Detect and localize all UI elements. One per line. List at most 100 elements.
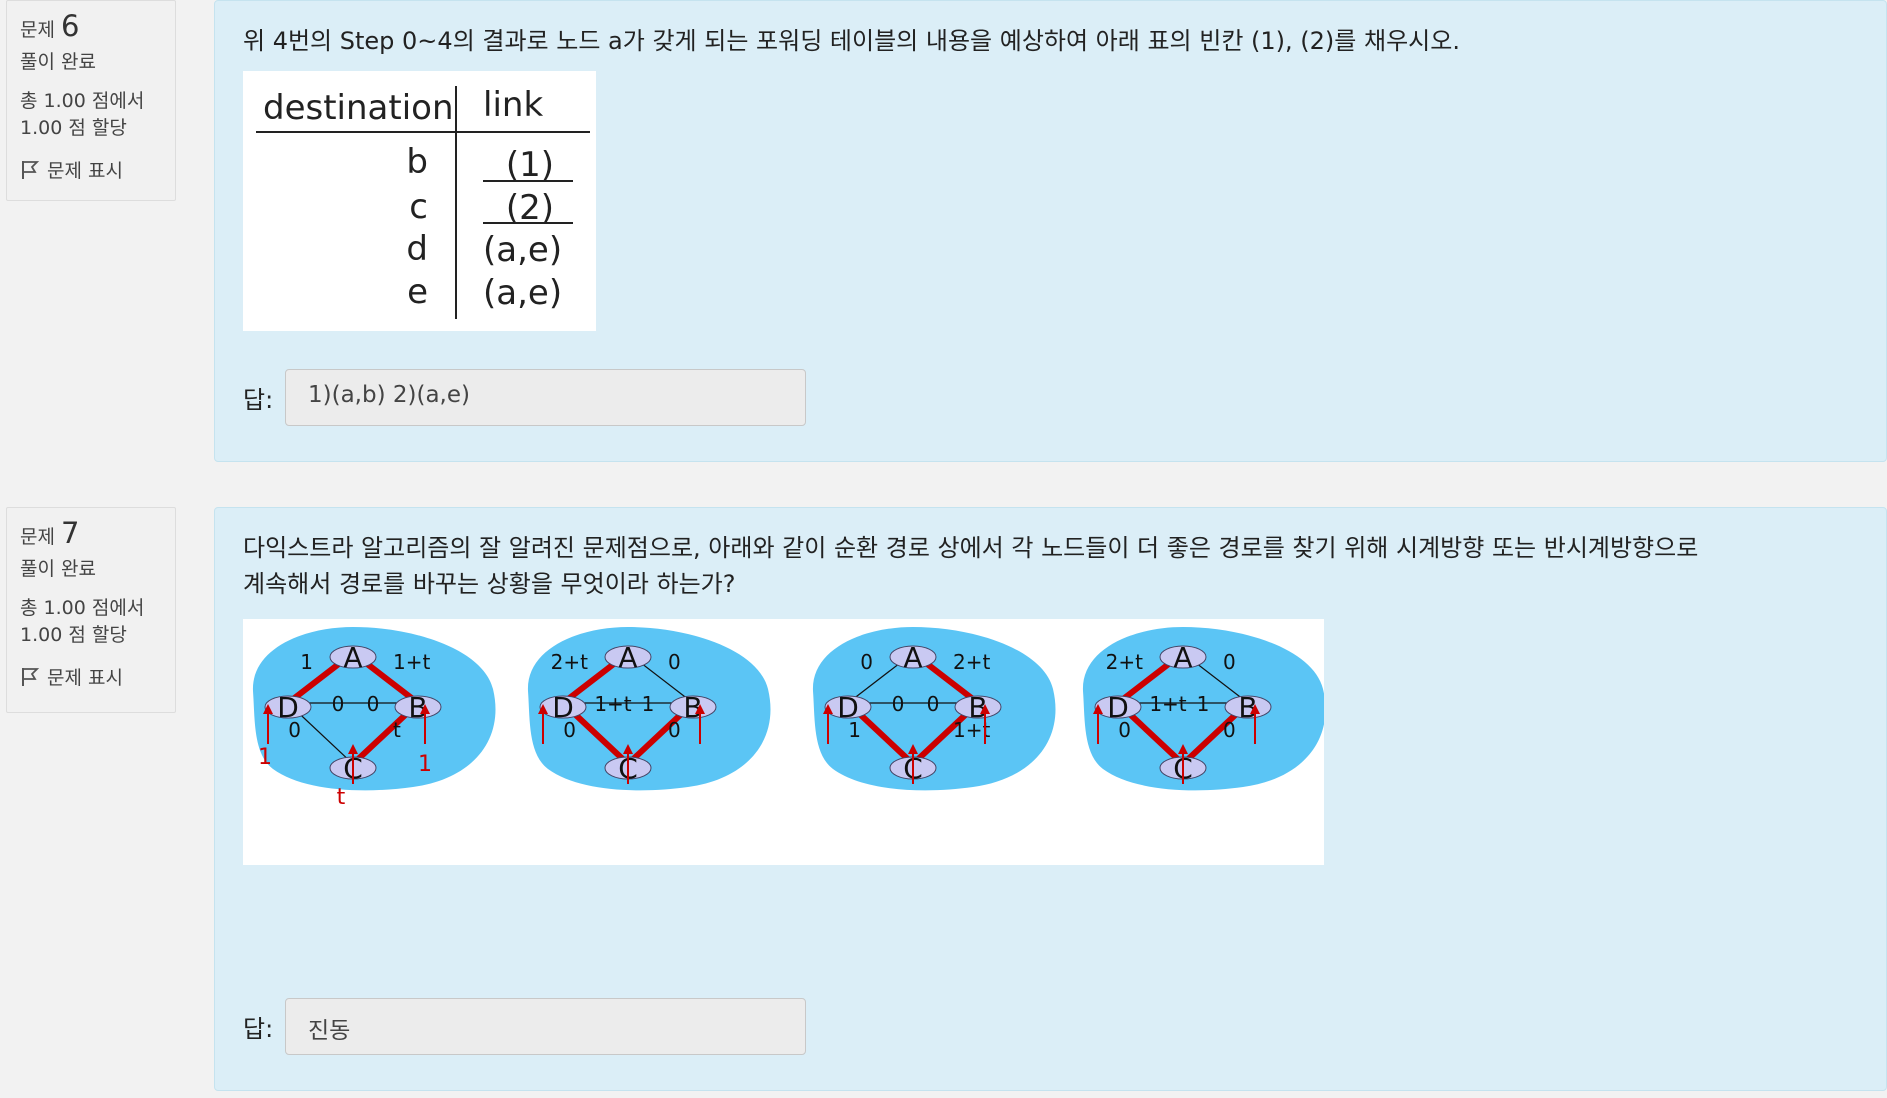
node-label: D <box>1107 691 1129 724</box>
node-label: A <box>343 641 362 674</box>
table-dest: d <box>406 229 428 269</box>
edge-cost-label: 1+t <box>393 650 430 674</box>
question-content-7: 다익스트라 알고리즘의 잘 알려진 문제점으로, 아래와 같이 순환 경로 상에… <box>214 507 1887 1091</box>
node-label: B <box>408 691 427 724</box>
router-node <box>1224 695 1272 719</box>
input-arrowhead <box>1178 744 1188 754</box>
edge-cost-label: 1 <box>300 650 313 674</box>
router-node <box>954 695 1002 719</box>
question-number-value: 6 <box>61 9 80 43</box>
grade-line-1: 총 1.00 점에서 <box>20 90 145 112</box>
input-arrowhead <box>1093 704 1103 714</box>
input-arrowhead <box>348 744 358 754</box>
question-text-line-1: 다익스트라 알고리즘의 잘 알려진 문제점으로, 아래와 같이 순환 경로 상에… <box>243 534 1699 562</box>
question-number: 문제 7 <box>20 514 163 556</box>
question-info-6: 문제 6 풀이 완료 총 1.00 점에서 1.00 점 할당 문제 표시 <box>6 0 176 201</box>
input-arrowhead <box>623 744 633 754</box>
network-cloud <box>252 627 496 791</box>
edge-cost-label: 0 <box>860 650 873 674</box>
edge-cost-label: 1 <box>848 718 861 742</box>
network-cloud <box>1082 627 1326 791</box>
edge-cost-label: 0 <box>288 718 301 742</box>
answer-label: 답: <box>243 386 274 414</box>
node-label: A <box>1173 641 1192 674</box>
flag-question-label: 문제 표시 <box>47 667 123 689</box>
input-cost-label: 1 <box>418 752 432 777</box>
edge-cost-label: 0 <box>668 650 681 674</box>
question-number-label: 문제 <box>20 19 55 41</box>
answer-row: 답: 1)(a,b) 2)(a,e) <box>243 369 806 426</box>
router-node <box>329 645 377 669</box>
edge-cost-label: 0 <box>563 718 576 742</box>
input-arrowhead <box>695 704 705 714</box>
flag-question-button[interactable]: 문제 표시 <box>20 663 163 690</box>
edge-cost-label: 0 <box>927 692 940 716</box>
question-status: 풀이 완료 <box>20 51 96 73</box>
grade-line-2: 1.00 점 할당 <box>20 117 127 139</box>
table-link: (1) <box>506 145 554 185</box>
edge-cost-label: 0 <box>1223 650 1236 674</box>
node-label: D <box>552 691 574 724</box>
answer-label: 답: <box>243 1015 274 1043</box>
node-label: A <box>618 641 637 674</box>
flag-icon <box>22 667 40 686</box>
router-node <box>889 645 937 669</box>
edge-cost-label: 0 <box>367 692 380 716</box>
node-label: B <box>683 691 702 724</box>
table-link: (a,e) <box>483 230 562 270</box>
table-header-link: link <box>483 85 543 125</box>
network-cloud <box>812 627 1056 791</box>
answer-input[interactable]: 진동 <box>285 998 806 1055</box>
router-node <box>394 695 442 719</box>
input-arrowhead <box>263 704 273 714</box>
flag-question-label: 문제 표시 <box>47 160 123 182</box>
edge-cost-label: 1+t <box>1149 692 1186 716</box>
edge-cost-label: 2+t <box>953 650 990 674</box>
node-label: A <box>903 641 922 674</box>
edge-cost-label: 0 <box>668 718 681 742</box>
table-link: (a,e) <box>483 273 562 313</box>
input-arrowhead <box>823 704 833 714</box>
edge-cost-label: 1 <box>642 692 655 716</box>
edge-cost-label: t <box>393 718 401 742</box>
table-dest: c <box>409 187 428 227</box>
router-node <box>1159 645 1207 669</box>
node-label: B <box>1238 691 1257 724</box>
input-arrowhead <box>980 704 990 714</box>
question-number-label: 문제 <box>20 526 55 548</box>
question-info-7: 문제 7 풀이 완료 총 1.00 점에서 1.00 점 할당 문제 표시 <box>6 507 176 713</box>
edge-cost-label: 1 <box>1197 692 1210 716</box>
question-number-value: 7 <box>61 516 80 550</box>
router-node <box>1094 695 1142 719</box>
forwarding-table-image: destination link b c d e (1) (2) (a,e) (… <box>243 71 596 331</box>
question-text-line-2: 계속해서 경로를 바꾸는 상황을 무엇이라 하는가? <box>243 570 736 598</box>
node-label: D <box>277 691 299 724</box>
grade-line-1: 총 1.00 점에서 <box>20 597 145 619</box>
grade-line-2: 1.00 점 할당 <box>20 624 127 646</box>
edge-cost-label: 1+t <box>594 692 631 716</box>
edge-cost-label: 2+t <box>551 650 588 674</box>
edge-cost-label: 0 <box>1223 718 1236 742</box>
input-arrowhead <box>538 704 548 714</box>
answer-input[interactable]: 1)(a,b) 2)(a,e) <box>285 369 806 426</box>
table-dest: e <box>407 272 428 312</box>
edge-cost-label: 0 <box>892 692 905 716</box>
edge-cost-label: 0 <box>1118 718 1131 742</box>
router-node <box>824 695 872 719</box>
router-node <box>669 695 717 719</box>
table-header-destination: destination <box>263 88 454 128</box>
flag-question-button[interactable]: 문제 표시 <box>20 156 163 183</box>
network-cloud <box>527 627 771 791</box>
question-status: 풀이 완료 <box>20 558 96 580</box>
flag-icon <box>22 160 40 179</box>
router-node <box>539 695 587 719</box>
input-cost-label: 1 <box>258 745 272 770</box>
input-cost-label: t <box>337 785 346 810</box>
question-number: 문제 6 <box>20 7 163 49</box>
node-label: B <box>968 691 987 724</box>
input-arrowhead <box>908 744 918 754</box>
